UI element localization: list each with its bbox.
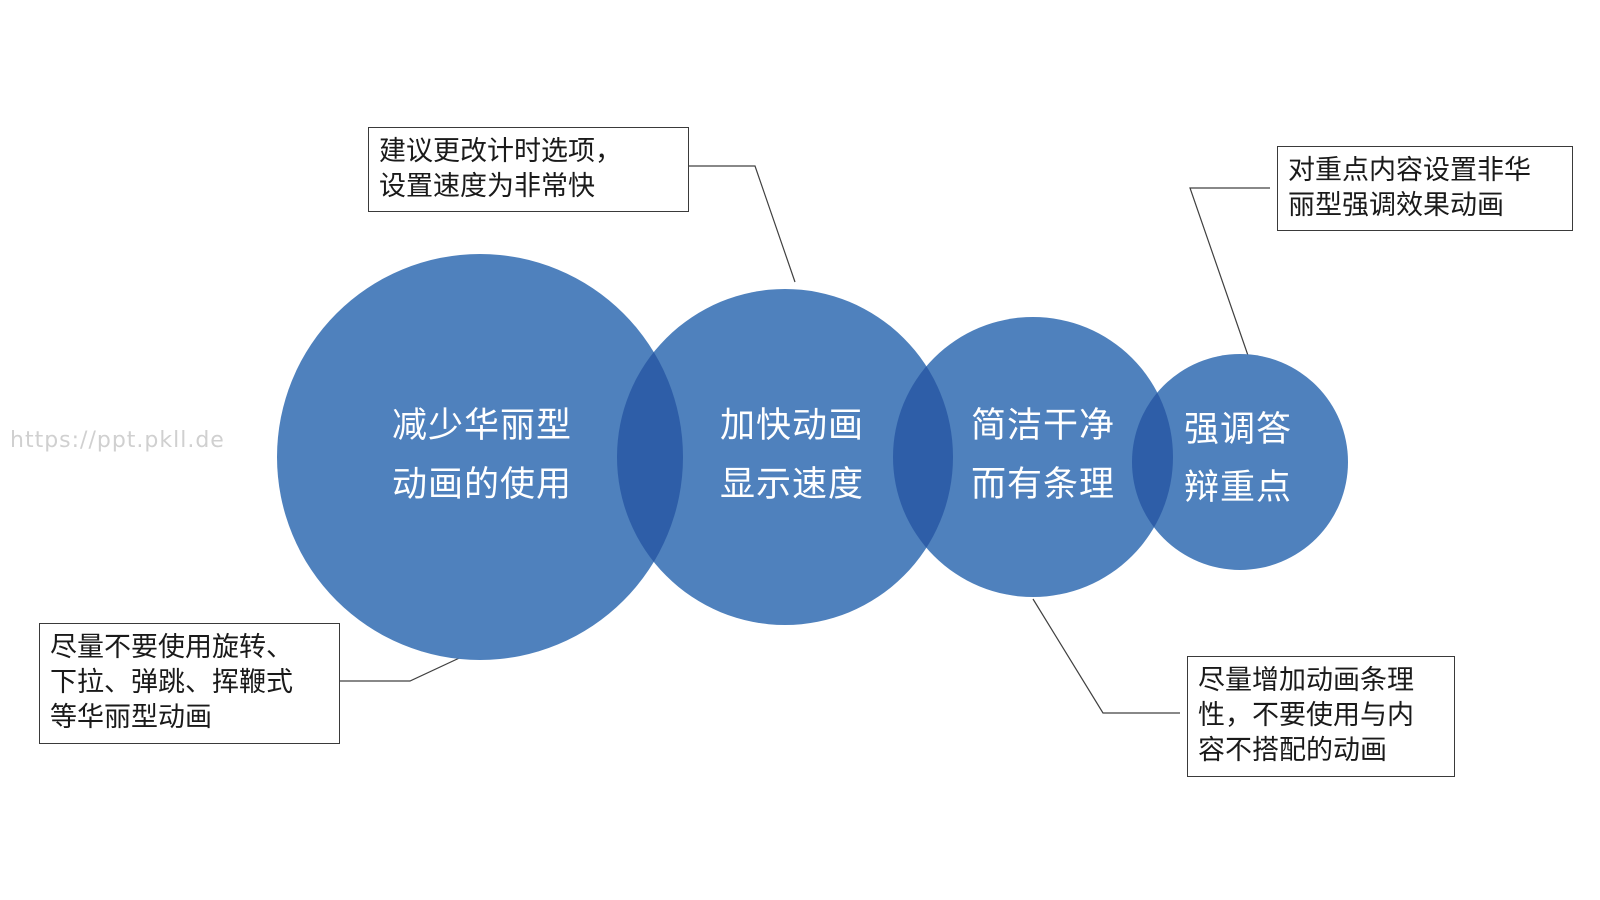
leader-line-emphasis [1189,187,1270,368]
circle-4-line2: 辩重点 [1184,468,1292,508]
circle-3-line1: 简洁干净 [971,406,1115,446]
callout-order: 尽量增加动画条理 性，不要使用与内 容不搭配的动画 [1187,656,1455,777]
circle-1-line1: 减少华丽型 [392,406,572,446]
callout-emphasis-line2: 丽型强调效果动画 [1288,190,1504,221]
leader-line-order [1032,598,1180,714]
circle-2-line1: 加快动画 [720,406,864,446]
callout-speed-line2: 设置速度为非常快 [379,171,595,202]
circle-2-line2: 显示速度 [720,465,864,505]
circle-emphasis [1132,354,1348,570]
callout-reduce-line1: 尽量不要使用旋转、 [50,632,293,663]
callout-emphasis-line1: 对重点内容设置非华 [1288,155,1531,186]
circle-3-line2: 而有条理 [971,465,1115,505]
callout-reduce-line3: 等华丽型动画 [50,702,212,733]
callout-speed: 建议更改计时选项， 设置速度为非常快 [368,127,689,212]
callout-speed-line1: 建议更改计时选项， [379,136,622,167]
callout-order-line1: 尽量增加动画条理 [1198,665,1414,696]
callout-order-line2: 性，不要使用与内 [1198,700,1414,731]
leader-line-speed [678,165,796,283]
callout-reduce-line2: 下拉、弹跳、挥鞭式 [50,667,293,698]
callout-order-line3: 容不搭配的动画 [1198,735,1387,766]
circle-speed-up [617,289,953,625]
circle-4-line1: 强调答 [1184,410,1292,450]
circle-reduce-animation [277,254,683,660]
circle-1-line2: 动画的使用 [392,465,572,505]
circle-clean-order [893,317,1173,597]
callout-reduce: 尽量不要使用旋转、 下拉、弹跳、挥鞭式 等华丽型动画 [39,623,340,744]
callout-emphasis: 对重点内容设置非华 丽型强调效果动画 [1277,146,1573,231]
watermark-text: https://ppt.pkll.de [10,428,225,453]
